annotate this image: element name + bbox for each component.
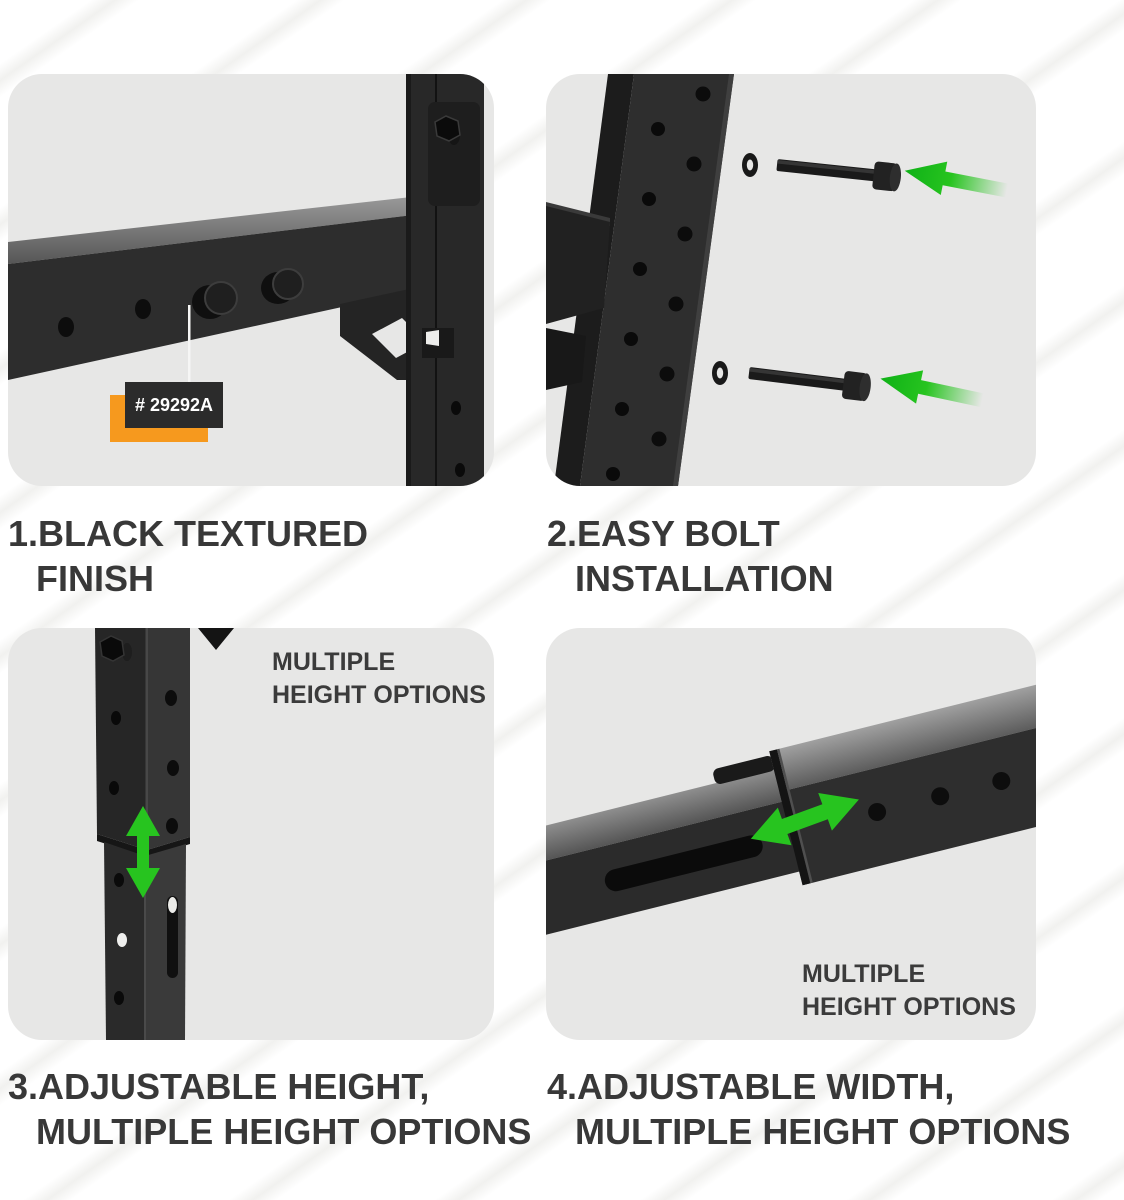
overlay-label-multiple-height-options: MULTIPLE HEIGHT OPTIONS [272,646,486,712]
green-arrow-icon [904,161,1009,198]
post-hole [451,401,461,415]
double-arrow-vertical-icon [126,806,160,898]
overlay-label-multiple-height-options: MULTIPLE HEIGHT OPTIONS [802,958,1016,1024]
part-number-text: # 29292A [134,394,214,415]
caption-line-1: 4.ADJUSTABLE WIDTH, [547,1066,955,1107]
post-hole [167,760,179,776]
overlay-line-2: HEIGHT OPTIONS [272,681,486,709]
caption-line-1: 2.EASY BOLT [547,513,780,554]
bolt-head [261,268,304,304]
caption-easy-bolt-installation: 2.EASY BOLT INSTALLATION [547,511,834,601]
upright-post [406,74,484,486]
upright-post-upper [95,628,190,857]
panel-easy-bolt-installation [546,74,1036,486]
caption-line-2: FINISH [36,558,155,599]
caption-line-2: MULTIPLE HEIGHT OPTIONS [575,1111,1071,1152]
clip-tab [713,755,775,784]
panel-4-photo [546,671,1036,952]
green-arrow-icon [880,370,984,408]
caption-line-2: MULTIPLE HEIGHT OPTIONS [36,1111,532,1152]
callout-line [188,305,191,384]
panel-3-photo [95,628,234,1040]
hook-bracket [198,628,234,650]
post-hole [606,467,620,481]
bolt-head [192,281,238,319]
post-hole [615,402,629,416]
beam-hole [58,317,74,337]
upright-post-lower [104,842,186,1040]
post-hole [165,690,177,706]
caption-adjustable-height: 3.ADJUSTABLE HEIGHT, MULTIPLE HEIGHT OPT… [8,1064,531,1154]
bolt [748,367,871,402]
caption-line-2: INSTALLATION [575,558,834,599]
post-hole [624,332,638,346]
beam-hole [135,299,151,319]
panel-adjustable-height: MULTIPLE HEIGHT OPTIONS [8,628,494,1040]
overlay-line-1: MULTIPLE [272,648,396,676]
caption-adjustable-width: 4.ADJUSTABLE WIDTH, MULTIPLE HEIGHT OPTI… [547,1064,1070,1154]
beam-inner [546,766,809,952]
post-hole [695,86,711,102]
post-hole [659,366,675,382]
post-hole [114,873,124,887]
through-hole [117,933,127,947]
mounting-plate [428,102,480,206]
post-hole [109,781,119,795]
beam-hole [868,802,887,821]
post-hole [668,296,684,312]
bolt [776,159,902,192]
post-hole [677,226,693,242]
post-hole [642,192,656,206]
post-hole [166,818,178,834]
adjustment-slot [604,835,763,892]
panel-adjustable-width: MULTIPLE HEIGHT OPTIONS [546,628,1036,1040]
post-hole [686,156,702,172]
caption-black-textured-finish: 1.BLACK TEXTURED FINISH [8,511,368,601]
hex-bolt [99,635,132,662]
caption-line-1: 3.ADJUSTABLE HEIGHT, [8,1066,430,1107]
post-hole [651,431,667,447]
post-hole [455,463,465,477]
post-hole [114,991,124,1005]
overlay-line-2: HEIGHT OPTIONS [802,993,1016,1021]
post-hole [651,122,665,136]
washer [712,361,728,385]
j-hook-tab [422,328,454,358]
washer [742,153,758,177]
panel-2-photo [546,74,1009,486]
overlay-line-1: MULTIPLE [802,960,926,988]
beam-hole [992,772,1011,791]
post-hole [633,262,647,276]
adjustment-slot [167,896,178,978]
hex-bolt [434,115,461,145]
double-arrow-horizontal-icon [750,792,859,846]
beam-hole [931,787,950,806]
panel-black-textured-finish: # 29292A [8,74,494,486]
panel-1-photo [8,74,484,486]
beam-outer [769,671,1036,886]
post-hole [111,711,121,725]
part-number-tag: # 29292A [125,382,223,428]
caption-line-1: 1.BLACK TEXTURED [8,513,369,554]
beam-bracket [546,202,610,390]
